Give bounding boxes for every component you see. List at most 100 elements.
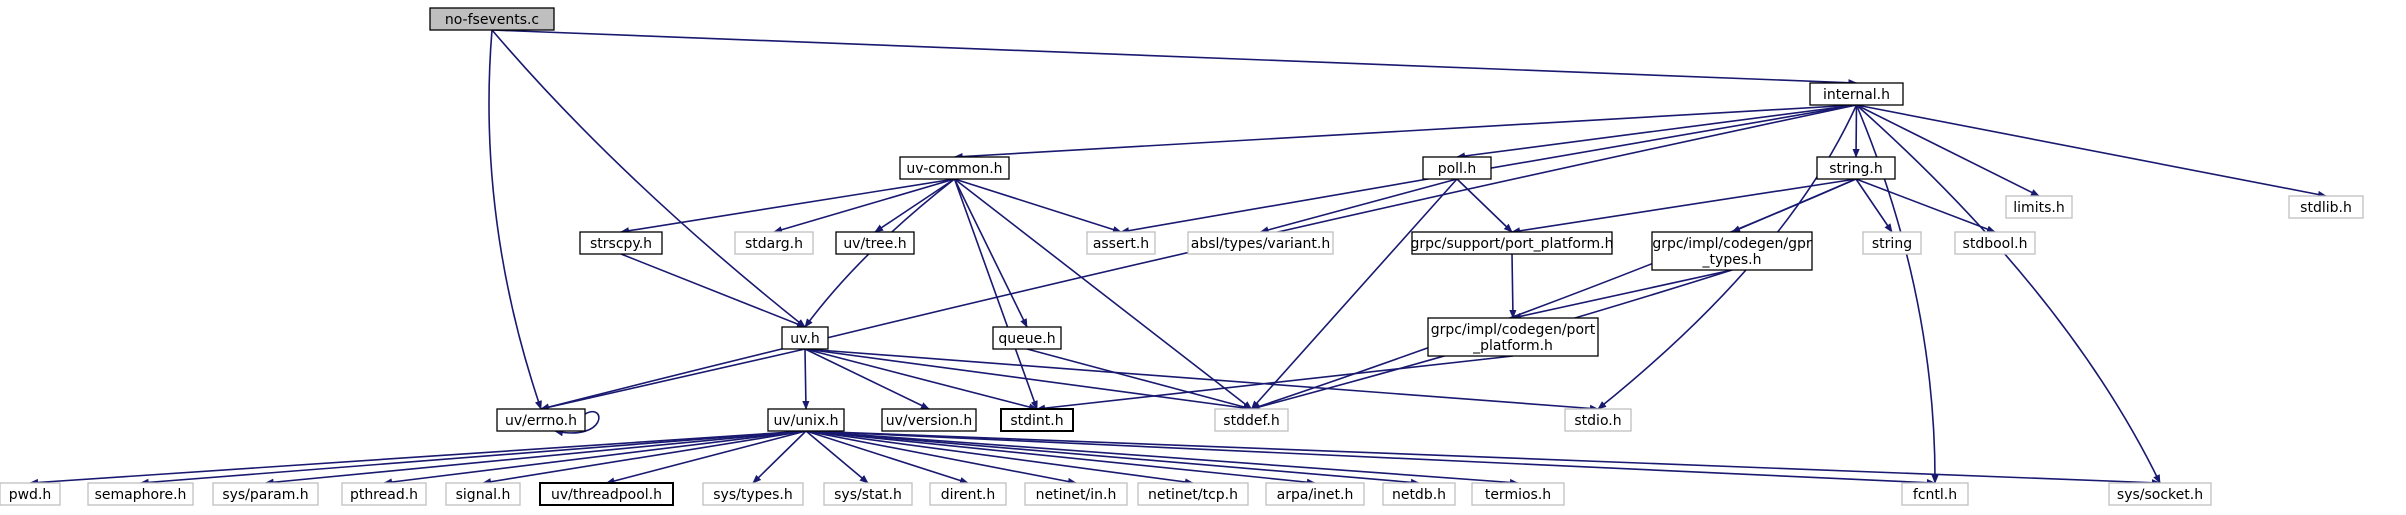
node-box	[1411, 231, 1613, 255]
edge-uv-unix-h-to-netinet-tcp-h	[805, 430, 1194, 486]
node-uv-h[interactable]: uv.h	[781, 326, 829, 350]
node-box	[1809, 82, 1904, 106]
edge-internal-h-to-stdlib-h	[1856, 104, 2327, 198]
node-stdbool-h[interactable]: stdbool.h	[1954, 231, 2036, 255]
node-string-ext[interactable]: string	[1862, 231, 1922, 255]
node-label: dirent.h	[941, 487, 996, 503]
node-netdb-h[interactable]: netdb.h	[1382, 482, 1456, 506]
node-uv-unix-h[interactable]: uv/unix.h	[767, 408, 845, 432]
node-box	[2288, 195, 2364, 219]
node-box	[823, 482, 913, 506]
edge-uv-unix-h-to-pwd-h	[29, 430, 807, 487]
node-uv-threadpool-h[interactable]: uv/threadpool.h	[539, 482, 674, 506]
edge-uv-h-to-uv-errno-h	[540, 348, 806, 411]
node-box	[1427, 317, 1599, 357]
node-label: uv/errno.h	[505, 413, 577, 429]
edge-queue-h-to-stddef-h	[1026, 348, 1253, 411]
node-internal-h[interactable]: internal.h	[1809, 82, 1904, 106]
node-box	[1214, 408, 1289, 432]
node-queue-h[interactable]: queue.h	[992, 326, 1062, 350]
edge-internal-h-to-sys-socket-h	[1855, 104, 2161, 484]
edge-poll-h-to-grpc-port-platform-h	[1456, 178, 1513, 233]
node-label: limits.h	[2013, 200, 2064, 216]
node-box	[496, 408, 586, 432]
node-label: sys/types.h	[713, 487, 792, 503]
node-arpa-inet-h[interactable]: arpa/inet.h	[1265, 482, 1365, 506]
node-box	[1422, 156, 1492, 180]
node-no-fsevents-c[interactable]: no-fsevents.c	[429, 7, 555, 31]
node-box	[2005, 195, 2073, 219]
node-stdarg-h[interactable]: stdarg.h	[734, 231, 814, 255]
node-netinet-in-h[interactable]: netinet/in.h	[1024, 482, 1128, 506]
node-label: fcntl.h	[1913, 487, 1957, 503]
edge-uv-common-h-to-strscpy-h	[620, 178, 955, 235]
node-assert-h[interactable]: assert.h	[1086, 231, 1156, 255]
node-limits-h[interactable]: limits.h	[2005, 195, 2073, 219]
node-label: uv.h	[790, 331, 819, 347]
node-grpc-port-platform-h[interactable]: grpc/support/port_platform.h	[1411, 231, 1614, 255]
node-box	[1086, 231, 1156, 255]
node-label: uv/threadpool.h	[551, 487, 662, 503]
node-fcntl-h[interactable]: fcntl.h	[1901, 482, 1969, 506]
edge-codegen-port-platform-h-to-stdint-h	[1036, 355, 1514, 412]
node-label: uv/version.h	[886, 413, 972, 429]
node-sys-param-h[interactable]: sys/param.h	[212, 482, 319, 506]
edge-uv-unix-h-to-arpa-inet-h	[805, 430, 1316, 486]
edge-uv-common-h-to-stdint-h	[953, 178, 1038, 410]
node-box	[899, 156, 1010, 180]
node-string-h[interactable]: string.h	[1816, 156, 1896, 180]
node-box	[1137, 482, 1249, 506]
node-uv-version-h[interactable]: uv/version.h	[881, 408, 977, 432]
edge-uv-unix-h-to-dirent-h	[805, 430, 969, 484]
node-stdio-h[interactable]: stdio.h	[1564, 408, 1632, 432]
node-box	[767, 408, 845, 432]
node-box	[0, 482, 61, 506]
edge-uv-common-h-to-stdarg-h	[773, 178, 955, 234]
node-sys-stat-h[interactable]: sys/stat.h	[823, 482, 913, 506]
node-label: absl/types/variant.h	[1191, 236, 1330, 252]
node-box	[1564, 408, 1632, 432]
node-box	[1187, 231, 1334, 255]
node-stdint-h[interactable]: stdint.h	[1000, 408, 1074, 432]
node-box	[1816, 156, 1896, 180]
node-box	[1265, 482, 1365, 506]
node-netinet-tcp-h[interactable]: netinet/tcp.h	[1137, 482, 1249, 506]
node-box	[734, 231, 814, 255]
node-termios-h[interactable]: termios.h	[1471, 482, 1565, 506]
node-uv-tree-h[interactable]: uv/tree.h	[835, 231, 915, 255]
node-box	[929, 482, 1007, 506]
node-sys-socket-h[interactable]: sys/socket.h	[2108, 482, 2212, 506]
node-box	[992, 326, 1062, 350]
edge-uv-h-to-stdio-h	[804, 348, 1599, 412]
node-box	[539, 482, 674, 506]
node-label: uv/unix.h	[773, 413, 838, 429]
node-label: netdb.h	[1392, 487, 1446, 503]
node-signal-h[interactable]: signal.h	[445, 482, 521, 506]
node-uv-common-h[interactable]: uv-common.h	[899, 156, 1010, 180]
edge-grpc-port-platform-h-to-codegen-port-platform-h	[1509, 253, 1517, 319]
node-pwd-h[interactable]: pwd.h	[0, 482, 61, 506]
node-sys-types-h[interactable]: sys/types.h	[702, 482, 804, 506]
node-label: uv/tree.h	[843, 236, 906, 252]
node-label: _platform.h	[1472, 338, 1553, 354]
node-codegen-port-platform-h[interactable]: grpc/impl/codegen/port_platform.h	[1427, 317, 1599, 357]
node-strscpy-h[interactable]: strscpy.h	[579, 231, 663, 255]
node-uv-errno-h[interactable]: uv/errno.h	[496, 408, 586, 432]
edge-uv-common-h-to-assert-h	[954, 178, 1122, 233]
node-pthread-h[interactable]: pthread.h	[341, 482, 427, 506]
edge-internal-h-to-uv-common-h	[953, 104, 1857, 161]
node-gpr-types-h[interactable]: grpc/impl/codegen/gpr_types.h	[1651, 231, 1813, 271]
edge-string-h-to-stddef-h	[1250, 178, 1857, 410]
node-dirent-h[interactable]: dirent.h	[929, 482, 1007, 506]
node-poll-h[interactable]: poll.h	[1422, 156, 1492, 180]
node-semaphore-h[interactable]: semaphore.h	[87, 482, 194, 506]
node-stddef-h[interactable]: stddef.h	[1214, 408, 1289, 432]
node-label: arpa/inet.h	[1277, 487, 1354, 503]
node-stdlib-h[interactable]: stdlib.h	[2288, 195, 2364, 219]
node-label: pthread.h	[350, 487, 418, 503]
edge-internal-h-to-limits-h	[1856, 104, 2040, 197]
node-box	[429, 7, 555, 31]
node-absl-variant-h[interactable]: absl/types/variant.h	[1187, 231, 1334, 255]
node-label: grpc/impl/codegen/port	[1431, 322, 1596, 338]
